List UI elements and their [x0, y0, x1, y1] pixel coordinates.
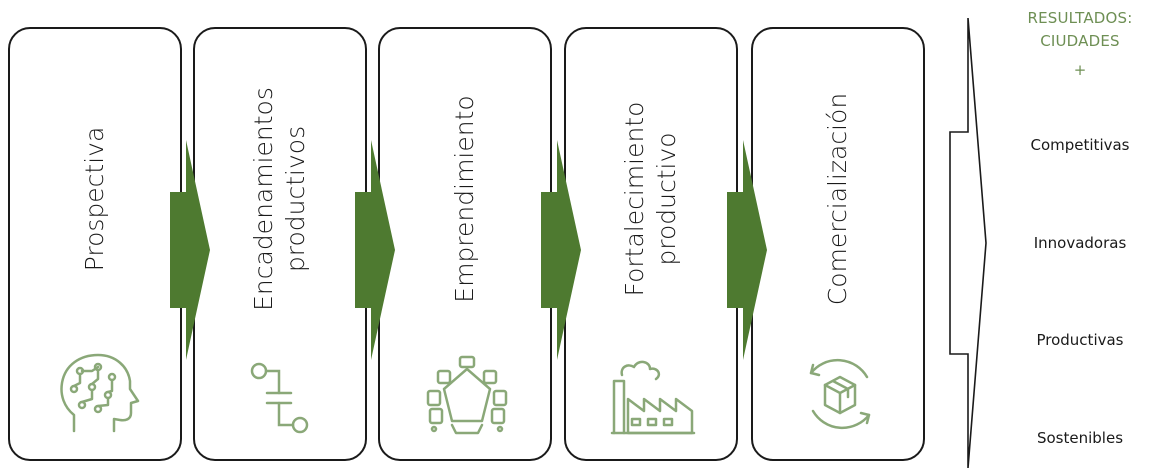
- stage-card-prospectiva: Prospectiva: [8, 27, 182, 461]
- meeting-table-icon: [426, 355, 508, 435]
- connector-arrow: [355, 140, 395, 360]
- stage-card-comercializacion: Comercialización: [751, 27, 925, 461]
- ai-brain-icon: [60, 353, 140, 433]
- result-item-competitivas: Competitivas: [1030, 136, 1130, 154]
- package-cycle-icon: [809, 358, 871, 430]
- factory-icon: [610, 360, 696, 435]
- result-item-sostenibles: Sostenibles: [1036, 429, 1124, 447]
- results-title: RESULTADOS: CIUDADES: [1027, 9, 1133, 50]
- stage-card-emprendimiento: Emprendimiento: [378, 27, 552, 461]
- result-item-productivas: Productivas: [1036, 331, 1124, 349]
- stage-label: Emprendimiento: [450, 95, 479, 303]
- stage-card-encadenamientos: Encadenamientos productivos: [193, 27, 367, 461]
- results-chevron: [949, 18, 987, 468]
- results-plus: +: [1073, 61, 1087, 79]
- stage-label: Encadenamientos productivos: [249, 87, 310, 311]
- connector-arrow: [541, 140, 581, 360]
- stage-card-fortalecimiento: Fortalecimiento productivo: [564, 27, 738, 461]
- stage-label: Fortalecimiento productivo: [620, 101, 681, 297]
- stage-label: Comercialización: [823, 92, 852, 306]
- connector-arrow: [170, 140, 210, 360]
- connection-nodes-icon: [250, 362, 309, 434]
- stage-label: Prospectiva: [80, 126, 109, 272]
- connector-arrow: [727, 140, 767, 360]
- result-item-innovadoras: Innovadoras: [1033, 234, 1127, 252]
